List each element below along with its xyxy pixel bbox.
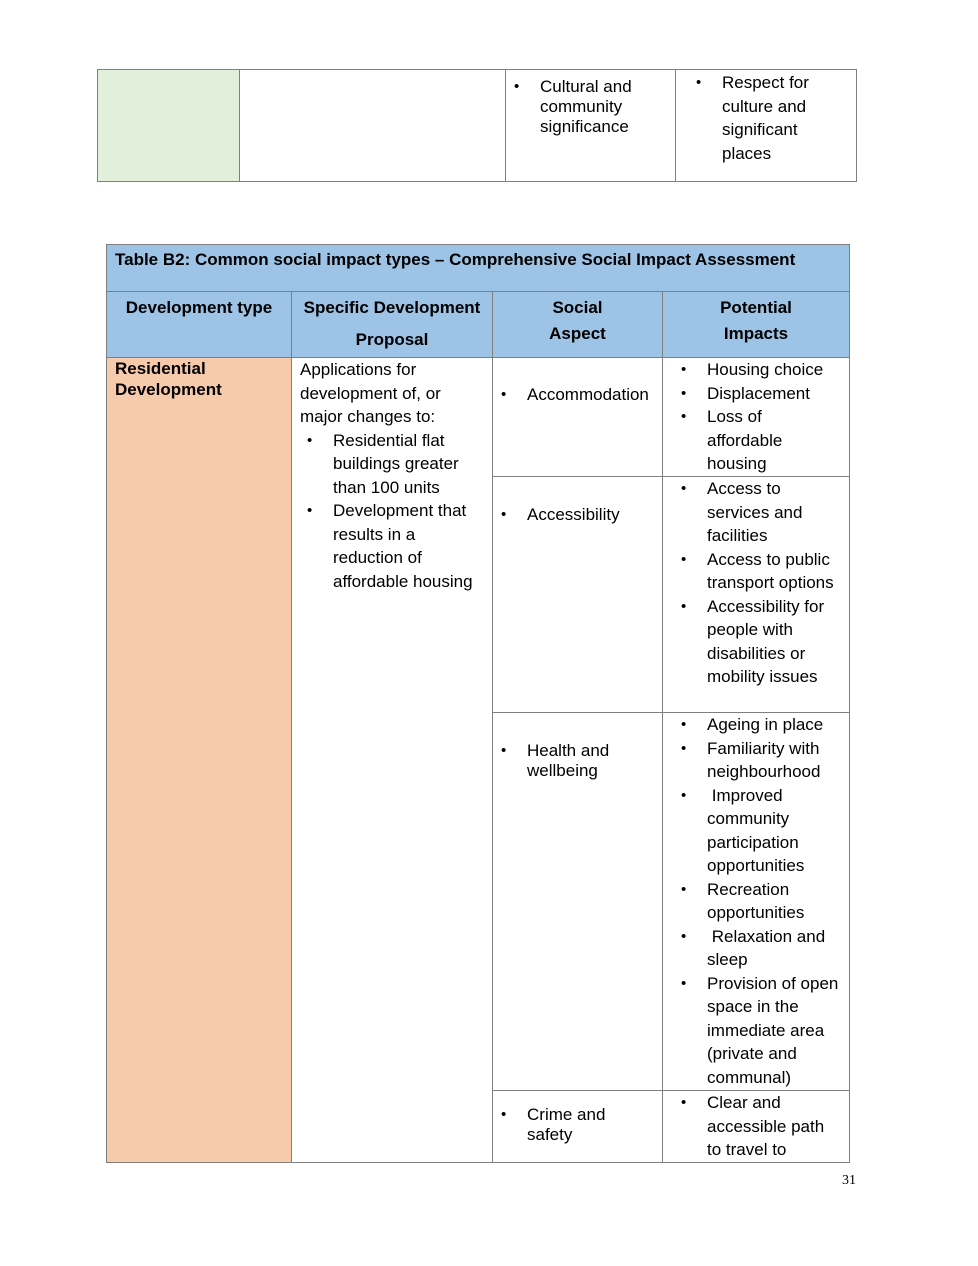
list-item: Cultural and community significance <box>506 77 669 137</box>
header-social-aspect: Social Aspect <box>492 291 663 358</box>
proposal-cell: Applications for development of, or majo… <box>291 357 493 1163</box>
list-item: Accessibility for people with disabiliti… <box>673 595 841 689</box>
header-potential-impacts: Potential Impacts <box>662 291 850 358</box>
list-item: Relaxation and sleep <box>673 925 841 972</box>
social-aspect-crime-safety-cell: Crime and safety <box>492 1090 663 1163</box>
impacts-health-wellbeing-cell: Ageing in place Familiarity with neighbo… <box>662 712 850 1091</box>
impacts-crime-safety-cell: Clear and accessible path to travel to <box>662 1090 850 1163</box>
list-item: Crime and safety <box>493 1105 662 1145</box>
header-development-type: Development type <box>106 291 292 358</box>
top-table-social-aspect-cell: Cultural and community significance <box>505 69 676 182</box>
list-item: Residential flat buildings greater than … <box>299 429 482 500</box>
top-table-col1-cell <box>97 69 240 182</box>
social-aspect-accommodation-cell: Accommodation <box>492 357 663 477</box>
impacts-accommodation-cell: Housing choice Displacement Loss of affo… <box>662 357 850 477</box>
impacts-accessibility-cell: Access to services and facilities Access… <box>662 476 850 713</box>
list-item: Respect for culture and significant plac… <box>688 71 842 165</box>
list-item: Accommodation <box>493 385 662 405</box>
top-table-impacts-cell: Respect for culture and significant plac… <box>675 69 857 182</box>
top-aspect-list: Cultural and community significance <box>506 77 669 137</box>
list-item: Health and wellbeing <box>493 741 662 781</box>
table-b2-title: Table B2: Common social impact types – C… <box>106 244 850 292</box>
list-item: Improved community participation opportu… <box>673 784 841 878</box>
list-item: Development that results in a reduction … <box>299 499 482 593</box>
development-type-label: Residential Development <box>115 359 222 399</box>
list-item: Loss of affordable housing <box>673 405 841 476</box>
list-item: Ageing in place <box>673 713 841 737</box>
top-impacts-list: Respect for culture and significant plac… <box>688 71 842 165</box>
list-item: Recreation opportunities <box>673 878 841 925</box>
social-aspect-accessibility-cell: Accessibility <box>492 476 663 713</box>
proposal-list: Residential flat buildings greater than … <box>299 429 482 594</box>
development-type-cell: Residential Development <box>106 357 292 1163</box>
top-table-col2-cell <box>239 69 506 182</box>
list-item: Access to services and facilities <box>673 477 841 548</box>
list-item: Provision of open space in the immediate… <box>673 972 841 1090</box>
list-item: Familiarity with neighbourhood <box>673 737 841 784</box>
page-number: 31 <box>842 1173 856 1188</box>
list-item: Access to public transport options <box>673 548 841 595</box>
list-item: Accessibility <box>493 505 662 525</box>
social-aspect-health-wellbeing-cell: Health and wellbeing <box>492 712 663 1091</box>
proposal-intro: Applications for development of, or majo… <box>300 360 441 426</box>
list-item: Clear and accessible path to travel to <box>673 1091 841 1162</box>
list-item: Housing choice <box>673 358 841 382</box>
list-item: Displacement <box>673 382 841 406</box>
header-specific-development-proposal: Specific Development Proposal <box>291 291 493 358</box>
